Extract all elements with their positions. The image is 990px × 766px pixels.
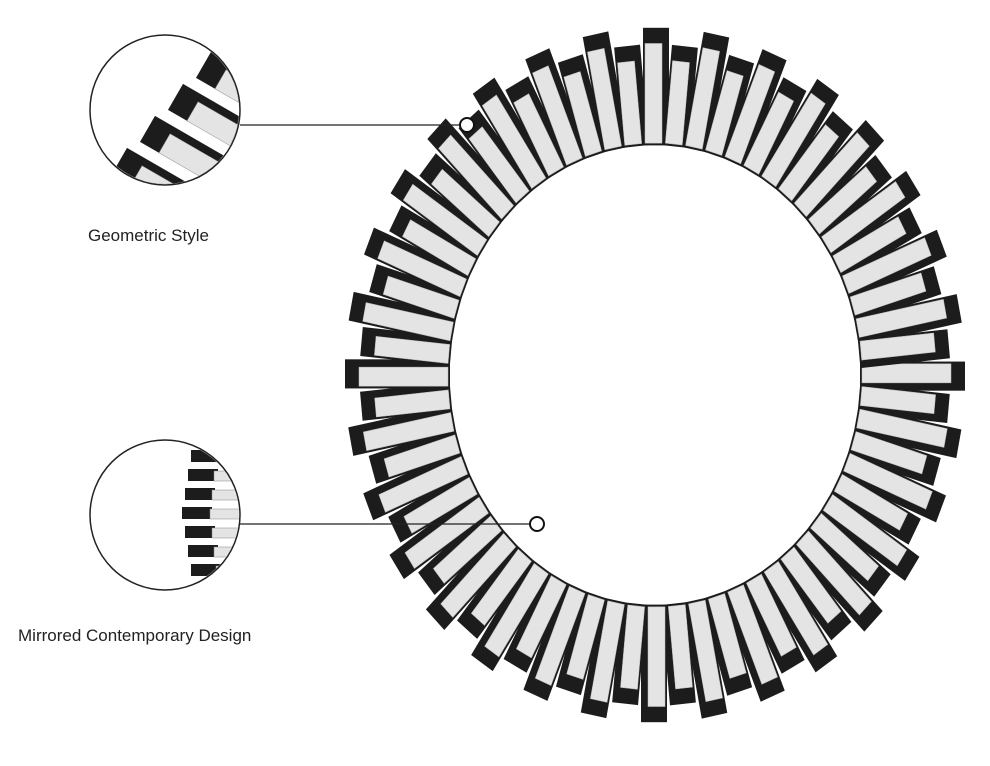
detail-segment xyxy=(188,545,239,558)
callout-label-mirrored: Mirrored Contemporary Design xyxy=(18,626,252,645)
mirror-segment xyxy=(701,590,753,696)
mirror-segment xyxy=(503,570,569,673)
mirror-segment xyxy=(829,471,921,545)
mirror-segment xyxy=(741,77,807,180)
detail-segment xyxy=(191,450,239,463)
mirror-segment xyxy=(683,31,730,153)
mirror-segment xyxy=(817,491,920,581)
mirror-segment xyxy=(818,170,921,261)
mirror-segment xyxy=(457,542,535,639)
mirror-segment xyxy=(458,109,536,207)
mirror-segment xyxy=(348,291,457,344)
callout-circle xyxy=(89,439,241,591)
mirror-segment xyxy=(471,557,552,672)
mirror-segment xyxy=(505,76,571,179)
detail-segment xyxy=(185,488,239,501)
callout-circle xyxy=(89,34,241,186)
mirror-segment xyxy=(830,207,922,281)
mirror-segment xyxy=(389,205,481,279)
mirror-segment xyxy=(472,77,553,192)
mirror-segment xyxy=(757,558,838,673)
mirror-segment xyxy=(775,111,853,208)
mirror-segment xyxy=(425,526,519,631)
mirror-segment xyxy=(525,48,590,169)
mirror-segment xyxy=(427,118,520,223)
mirror-segment xyxy=(364,227,471,300)
mirror-segment xyxy=(720,581,785,702)
mirror-segment xyxy=(681,597,728,719)
mirror-segment xyxy=(348,404,457,456)
mirror-segment xyxy=(555,590,607,696)
mirror-segment xyxy=(643,27,669,146)
detail-segment xyxy=(182,507,239,520)
detail-segment xyxy=(191,564,239,577)
callout-point xyxy=(459,117,475,133)
mirror-segment xyxy=(774,543,852,641)
detail-segment xyxy=(188,469,239,482)
mirror-segment xyxy=(661,602,696,706)
mirror-segment xyxy=(791,119,885,224)
mirror-segment xyxy=(805,155,892,242)
mirror-segment xyxy=(345,359,450,389)
callout-point xyxy=(529,516,545,532)
mirror-segment xyxy=(790,527,883,632)
mirror-segment xyxy=(853,406,962,459)
mirror-segment xyxy=(641,604,667,723)
mirror-segment xyxy=(580,597,627,719)
mirror-segment xyxy=(390,169,493,259)
mirror-segment xyxy=(389,489,492,580)
mirror-segment xyxy=(860,361,965,391)
detail-segment xyxy=(112,147,223,184)
detail-segment xyxy=(168,83,239,167)
mirror-segment xyxy=(360,381,453,421)
mirror-segment xyxy=(847,428,941,486)
mirror-segment xyxy=(847,266,942,324)
mirror-ring xyxy=(345,27,965,723)
mirror-segment xyxy=(368,426,463,484)
mirror-segment xyxy=(722,49,787,169)
mirror-segment xyxy=(419,153,506,240)
mirror-segment xyxy=(363,448,471,521)
detail-segment xyxy=(185,526,239,539)
detail-zoom-geometric xyxy=(112,51,239,184)
mirror-segment xyxy=(703,54,755,160)
mirror-segment xyxy=(582,31,629,153)
mirror-segment xyxy=(739,571,805,674)
mirror-segment xyxy=(839,450,946,523)
mirror-segment xyxy=(557,54,609,160)
mirror-segment xyxy=(614,44,649,148)
mirror-segment xyxy=(857,329,950,369)
mirror-segment xyxy=(804,510,891,597)
mirror-segment xyxy=(758,78,839,193)
callout-label-geometric: Geometric Style xyxy=(88,226,209,245)
mirror-segment xyxy=(523,581,588,701)
detail-zoom-mirrored xyxy=(182,450,239,577)
mirror-segment xyxy=(369,264,463,322)
mirror-segment xyxy=(839,229,947,302)
mirror-segment xyxy=(853,294,962,346)
